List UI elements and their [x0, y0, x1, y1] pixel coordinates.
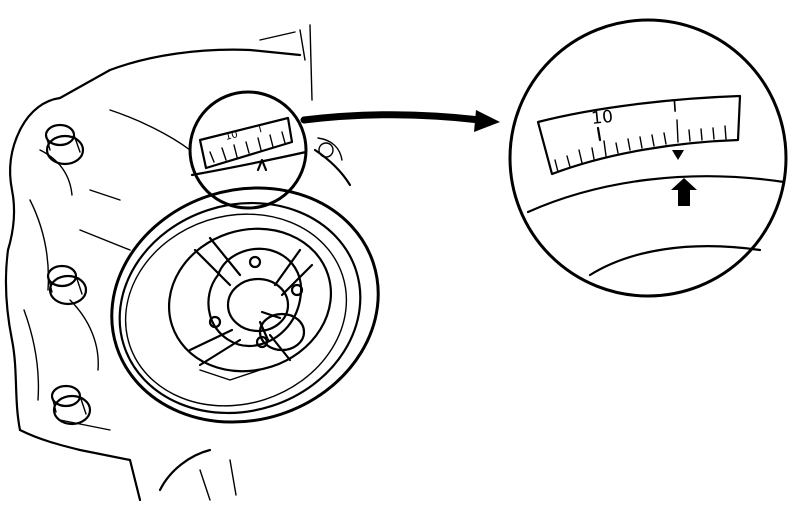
pulley-hub: [207, 247, 306, 352]
pulley-notch: [672, 150, 684, 160]
pulley-rim-arc-lower: [588, 245, 762, 277]
magnified-view: [508, 18, 788, 298]
scale-mark-ten: 10: [590, 107, 614, 129]
engine-block: [4, 24, 313, 502]
alignment-arrow: [671, 178, 697, 206]
timing-cover-edge: [313, 137, 352, 187]
inset-mark-t: T: [255, 124, 265, 137]
pulley-rim-arc-upper: [526, 175, 786, 214]
pulley-spokes: [188, 236, 314, 381]
bolt-middle: [46, 264, 88, 306]
scale-mark-t: T: [668, 96, 681, 117]
bolt-top: [44, 123, 85, 166]
inset-mark-ten: 10: [224, 129, 239, 143]
timing-scale: [536, 94, 742, 176]
crankshaft-pulley: [110, 186, 380, 424]
bolt-bottom: [50, 384, 92, 426]
timing-tab-inset: [188, 90, 308, 210]
callout-arrow: [300, 110, 500, 132]
